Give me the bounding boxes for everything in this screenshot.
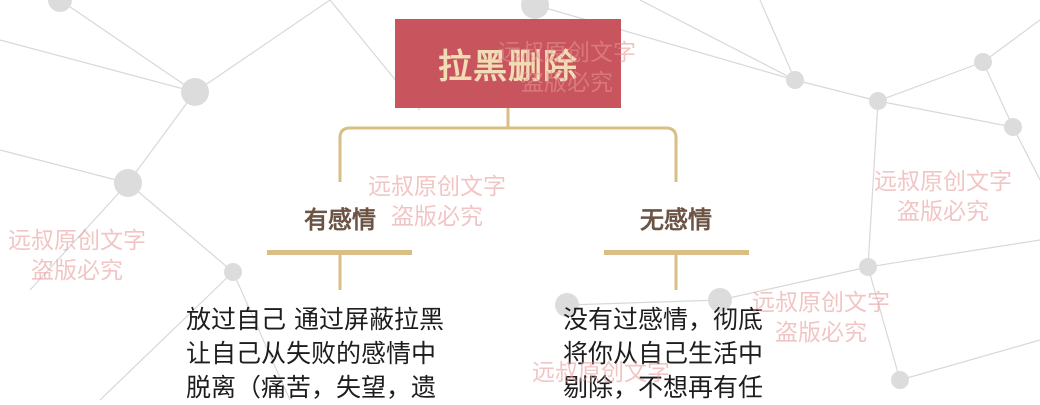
branch-underline-with-feelings xyxy=(267,250,412,255)
body-line: 剔除，不想再有任 xyxy=(563,373,764,402)
branch-title-no-feelings: 无感情 xyxy=(640,206,712,234)
root-label: 拉黑删除 xyxy=(438,47,578,87)
body-line: 没有过感情，彻底 xyxy=(563,305,764,334)
branch-body-no-feelings: 没有过感情，彻底 将你从自己生活中 剔除，不想再有任 xyxy=(563,303,763,405)
body-line: 脱离（痛苦，失望，遗 xyxy=(186,373,437,402)
root-node: 拉黑删除 xyxy=(395,19,621,108)
body-line: 放过自己 通过屏蔽拉黑 xyxy=(186,305,444,334)
body-line: 将你从自己生活中 xyxy=(563,339,764,368)
branch-underline-no-feelings xyxy=(604,250,749,255)
branch-title-with-feelings: 有感情 xyxy=(304,206,376,234)
body-line: 让自己从失败的感情中 xyxy=(186,339,437,368)
branch-body-with-feelings: 放过自己 通过屏蔽拉黑 让自己从失败的感情中 脱离（痛苦，失望，遗 xyxy=(186,303,444,405)
